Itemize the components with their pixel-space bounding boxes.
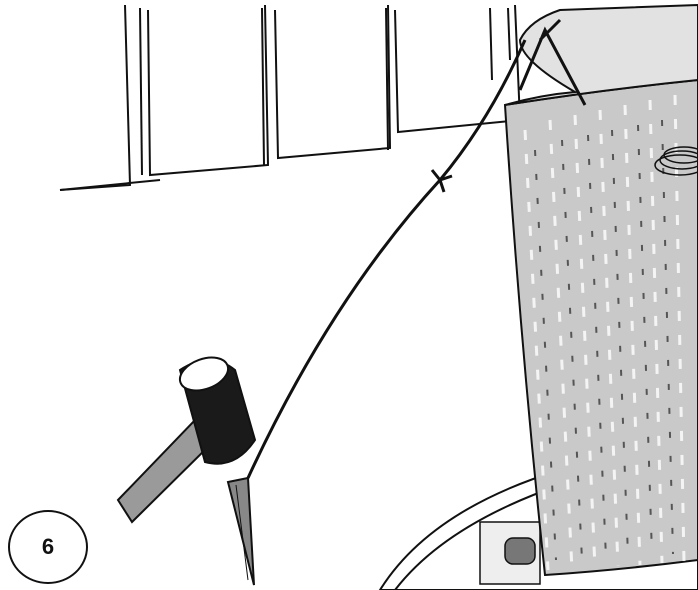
step-number-badge: 6	[8, 510, 88, 584]
step-number: 6	[42, 534, 54, 560]
stake-icon	[228, 478, 254, 585]
window-frames-icon	[60, 5, 520, 190]
